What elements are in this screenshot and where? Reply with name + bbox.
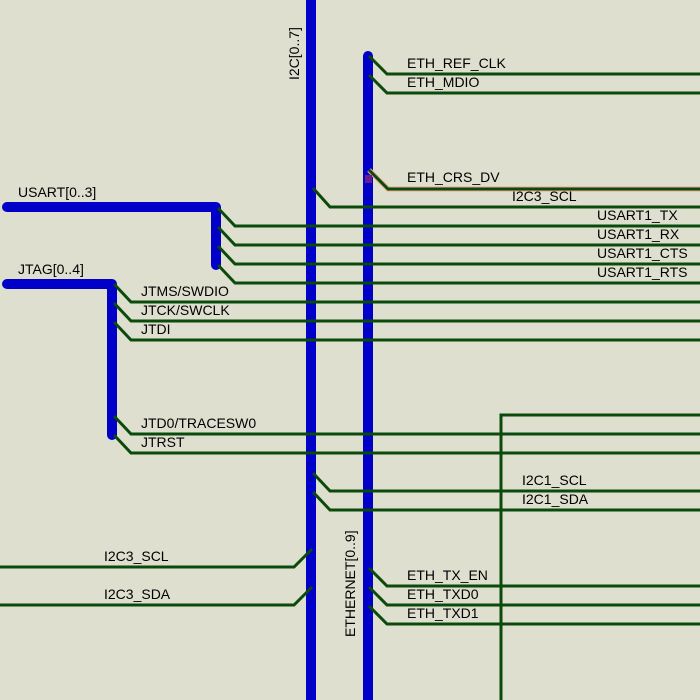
- wire-eth-mdio[interactable]: [367, 73, 700, 95]
- net-label-eth-tx-en: ETH_TX_EN: [407, 567, 488, 583]
- net-label-eth-txd1: ETH_TXD1: [407, 605, 479, 621]
- wire-eth-tx-en[interactable]: [367, 566, 700, 588]
- wire-jtck-swclk[interactable]: [112, 301, 700, 323]
- net-label-jtdo-tracesw0: JTD0/TRACESW0: [141, 415, 256, 431]
- wire-i2c1-scl[interactable]: [311, 471, 700, 493]
- usart-bus-label: USART[0..3]: [18, 184, 96, 200]
- wire-jtdi[interactable]: [112, 320, 700, 342]
- wire-usart1-tx[interactable]: [216, 206, 700, 228]
- wire-usart1-rts[interactable]: [216, 263, 700, 285]
- junction-marker: [365, 175, 372, 183]
- wire-i2c1-sda[interactable]: [311, 490, 700, 512]
- wire-jtdo-tracesw0[interactable]: [112, 414, 700, 436]
- i2c-bus-label: I2C[0..7]: [286, 27, 302, 80]
- net-label-eth-txd0: ETH_TXD0: [407, 586, 479, 602]
- jtag-bus-label: JTAG[0..4]: [18, 261, 84, 277]
- net-label-eth-crs-dv: ETH_CRS_DV: [407, 169, 500, 185]
- wire-i2c3-scl-left[interactable]: [0, 547, 314, 569]
- net-label-usart1-rts: USART1_RTS: [597, 264, 688, 280]
- wire-jtms-swdio[interactable]: [112, 282, 700, 304]
- net-label-jtdi: JTDI: [141, 321, 171, 337]
- net-label-jtms-swdio: JTMS/SWDIO: [141, 283, 229, 299]
- wire-eth-crs-dv[interactable]: [367, 168, 700, 191]
- wire-eth-ref-clk[interactable]: [367, 54, 700, 76]
- net-label-i2c3-scl-left: I2C3_SCL: [104, 548, 169, 564]
- net-label-jtck-swclk: JTCK/SWCLK: [141, 302, 230, 318]
- usart-bus[interactable]: [2, 202, 221, 270]
- wire-eth-txd0[interactable]: [367, 585, 700, 607]
- jtag-bus[interactable]: [2, 279, 117, 440]
- net-label-i2c1-scl: I2C1_SCL: [522, 472, 587, 488]
- net-label-i2c3-sda-left: I2C3_SDA: [104, 586, 171, 602]
- wire-right-vertical[interactable]: [499, 413, 700, 700]
- wire-usart1-rx[interactable]: [216, 225, 700, 247]
- wire-i2c3-sda-left[interactable]: [0, 585, 314, 607]
- wire-jtrst[interactable]: [112, 433, 700, 455]
- net-label-usart1-rx: USART1_RX: [597, 226, 680, 242]
- wire-i2c3-scl-top[interactable]: [311, 186, 700, 209]
- net-label-eth-mdio: ETH_MDIO: [407, 74, 479, 90]
- wire-eth-txd1[interactable]: [367, 604, 700, 626]
- ethernet-bus-label: ETHERNET[0..9]: [342, 530, 358, 637]
- net-label-i2c1-sda: I2C1_SDA: [522, 491, 589, 507]
- net-label-usart1-tx: USART1_TX: [597, 207, 678, 223]
- net-label-jtrst: JTRST: [141, 434, 185, 450]
- net-label-eth-ref-clk: ETH_REF_CLK: [407, 55, 506, 71]
- wire-usart1-cts[interactable]: [216, 244, 700, 266]
- net-label-usart1-cts: USART1_CTS: [597, 245, 688, 261]
- net-label-i2c3-scl-top: I2C3_SCL: [512, 188, 577, 204]
